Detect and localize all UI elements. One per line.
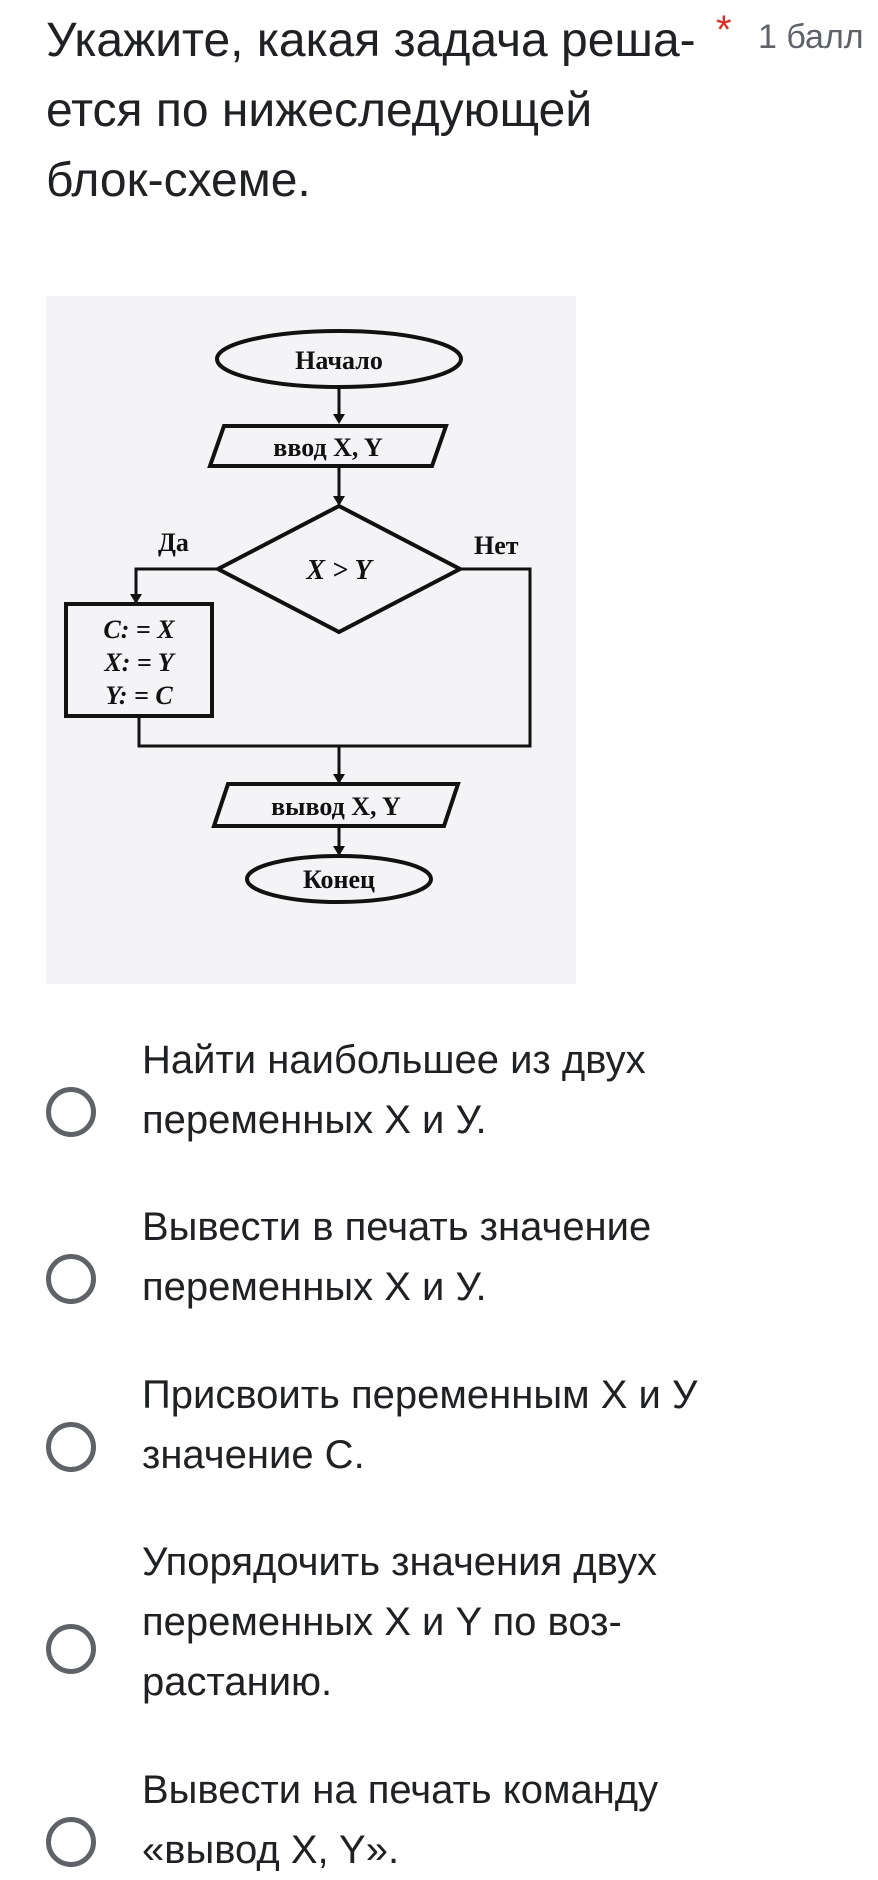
- question-title: Укажите, какая задача реша-ется по нижес…: [46, 14, 696, 207]
- option-label[interactable]: Вывести в печать значение переменных Х и…: [142, 1205, 652, 1309]
- swap-line-3: Y: = C: [105, 681, 173, 710]
- end-terminal: [245, 854, 433, 904]
- swap-line-2: X: = Y: [103, 648, 175, 677]
- option-label[interactable]: Вывести на печать команду «вывод X, Y».: [142, 1768, 659, 1872]
- end-text: Конец: [303, 865, 375, 894]
- option-label[interactable]: Присвоить переменным Х и У значение С.: [142, 1373, 698, 1477]
- output-text: вывод X, Y: [271, 792, 401, 821]
- condition-diamond: [213, 503, 465, 635]
- swap-line-1: C: = X: [103, 615, 175, 644]
- yes-label: Да: [158, 528, 189, 557]
- output-box: [211, 782, 461, 828]
- arrowhead-3: [130, 594, 142, 604]
- option-label[interactable]: Упорядочить значения двух переменных X и…: [142, 1540, 657, 1704]
- radio-button[interactable]: [46, 1087, 96, 1137]
- flowchart-image: Начало ввод X, Y X > Y Да Нет C: = X X: …: [46, 296, 576, 984]
- arrowhead-4: [333, 774, 345, 784]
- option-label[interactable]: Найти наибольшее из двух переменных Х и …: [142, 1038, 646, 1142]
- yes-line: [134, 567, 218, 602]
- input-text: ввод X, Y: [273, 433, 383, 462]
- radio-button[interactable]: [46, 1254, 96, 1304]
- condition-text: X > Y: [305, 555, 374, 586]
- arrowhead-2: [333, 496, 345, 506]
- arrowhead-5: [333, 846, 345, 856]
- no-line: [339, 567, 532, 748]
- merge-line: [137, 716, 339, 748]
- points-label: 1 балл: [758, 18, 864, 56]
- radio-button[interactable]: [46, 1624, 96, 1674]
- flowchart-diagram: Начало ввод X, Y X > Y Да Нет C: = X X: …: [64, 329, 532, 904]
- start-text: Начало: [295, 346, 383, 375]
- required-marker: *: [716, 8, 732, 52]
- radio-button[interactable]: [46, 1817, 96, 1867]
- arrowhead-1: [333, 414, 345, 424]
- no-label: Нет: [474, 531, 519, 560]
- input-box: [207, 424, 449, 468]
- radio-button[interactable]: [46, 1422, 96, 1472]
